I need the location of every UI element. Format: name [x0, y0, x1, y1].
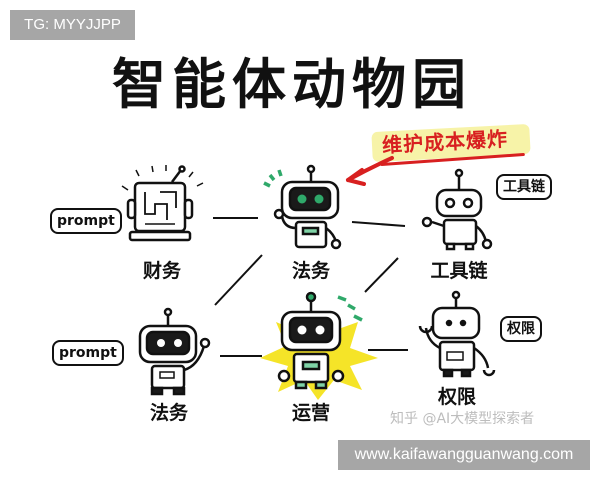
prompt-bubble-legal: prompt	[52, 340, 124, 366]
toolchain-agent-icon	[421, 168, 493, 251]
page-title: 智能体动物园	[112, 53, 472, 116]
connector-lines	[213, 217, 408, 357]
zhihu-watermark: 知乎 @AI大模型探索者	[390, 411, 535, 427]
site-watermark: www.kaifawangguanwang.com	[338, 440, 590, 470]
label-permissions: 权限	[437, 386, 476, 408]
label-finance: 财务	[142, 260, 181, 282]
legal-agent-top-icon	[263, 164, 342, 250]
tg-watermark: TG: MYYJJPP	[10, 10, 135, 40]
operations-agent-icon	[260, 291, 378, 400]
label-legal-bottom: 法务	[149, 402, 188, 424]
red-arrow-icon	[346, 156, 394, 186]
permissions-bubble: 权限	[500, 316, 542, 342]
prompt-bubble-finance: prompt	[50, 208, 122, 234]
toolchain-bubble: 工具链	[496, 174, 552, 200]
label-operations: 运营	[291, 402, 330, 424]
label-toolchain: 工具链	[430, 260, 488, 282]
legal-agent-bottom-icon	[138, 307, 211, 396]
label-legal-top: 法务	[291, 260, 330, 282]
permissions-agent-icon	[418, 290, 496, 378]
finance-agent-icon	[121, 165, 204, 242]
